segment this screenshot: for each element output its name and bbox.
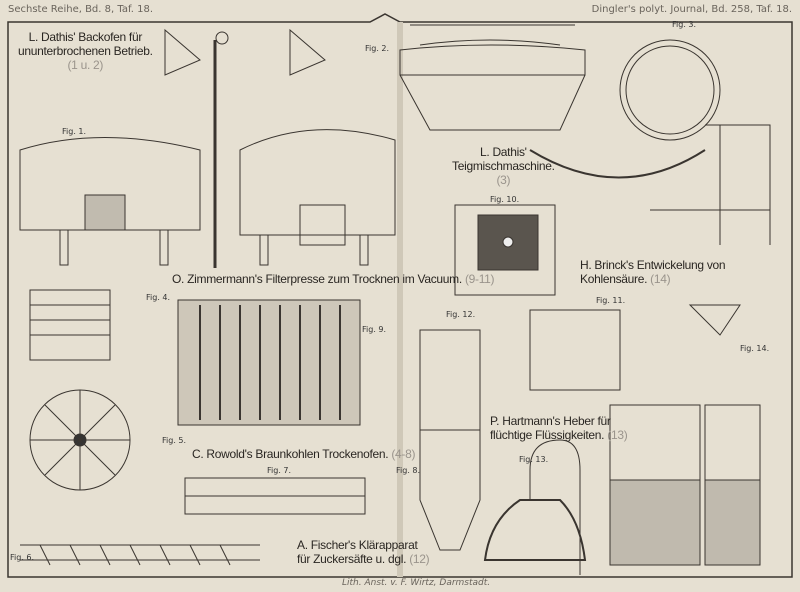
fig13-siphon (483, 439, 587, 575)
fig3-mixer-drawing (529, 39, 771, 245)
caption-title: A. Fischer's Klärapparat (297, 538, 418, 552)
caption-title: H. Brinck's Entwickelung von Kohlensäure… (580, 258, 726, 286)
fig4-fig5-drying-oven (29, 289, 131, 491)
caption-line2: flüchtige Flüssigkeiten. (13) (490, 428, 628, 442)
fig11-plate (529, 309, 621, 391)
caption-heber: P. Hartmann's Heber für flüchtige Flüssi… (490, 414, 628, 442)
header-right: Dingler's polyt. Journal, Bd. 258, Taf. … (591, 4, 792, 15)
caption-line2: für Zuckersäfte u. dgl. (12) (297, 552, 430, 566)
caption-ref: (9-11) (464, 272, 495, 286)
caption-ref: (4-8) (391, 447, 416, 461)
fig2-mixer-drawing (399, 24, 586, 131)
caption-title: O. Zimmermann's Filterpresse zum Trockne… (172, 272, 462, 286)
fig7-drying-channel (184, 477, 366, 515)
fig-label: Fig. 13. (519, 455, 549, 464)
fig-label: Fig. 12. (446, 310, 476, 319)
imprint: Lith. Anst. v. F. Wirtz, Darmstadt. (342, 578, 491, 588)
fig-label: Fig. 6. (10, 553, 35, 562)
fig-label: Fig. 8. (396, 466, 421, 475)
caption-trockenofen: C. Rowold's Braunkohlen Trockenofen. (4-… (192, 447, 415, 461)
caption-filterpresse: O. Zimmermann's Filterpresse zum Trockne… (172, 272, 495, 286)
caption-title2: für Zuckersäfte u. dgl. (297, 552, 407, 566)
caption-kohlensaeure: H. Brinck's Entwickelung von Kohlensäure… (580, 258, 780, 286)
caption-backofen: L. Dathis' Backofen für ununterbrochenen… (18, 30, 153, 72)
caption-ref: (14) (650, 272, 671, 286)
fig-label: Fig. 4. (146, 293, 171, 302)
fig10-filter-plate (454, 204, 556, 296)
fig9-filter-press (177, 299, 361, 426)
fig-label: Fig. 1. (62, 127, 87, 136)
fig-label: Fig. 9. (362, 325, 387, 334)
fig12-clarifier (419, 329, 481, 551)
caption-title2: ununterbrochenen Betrieb. (18, 44, 153, 58)
fig-label: Fig. 5. (162, 436, 187, 445)
caption-title: C. Rowold's Braunkohlen Trockenofen. (192, 447, 389, 461)
caption-ref: (12) (409, 552, 430, 566)
fig-label: Fig. 7. (267, 466, 292, 475)
caption-title2: flüchtige Flüssigkeiten. (490, 428, 605, 442)
plate-border (7, 13, 793, 578)
fig6-screw-conveyor (20, 544, 260, 566)
caption-ref: (13) (607, 428, 628, 442)
caption-ref: (3) (496, 173, 511, 187)
caption-title: L. Dathis' (480, 145, 527, 159)
caption-teigmisch: L. Dathis' Teigmischmaschine. (3) (452, 145, 555, 187)
fig1-oven-drawing (19, 28, 396, 268)
fig-label: Fig. 10. (490, 195, 520, 204)
caption-title: L. Dathis' Backofen für (28, 30, 143, 44)
header-left: Sechste Reihe, Bd. 8, Taf. 18. (8, 4, 153, 15)
fig-label: Fig. 3. (672, 20, 697, 29)
fig-label: Fig. 11. (596, 296, 626, 305)
caption-title2: Teigmischmaschine. (452, 159, 555, 173)
fig14-apparatus (609, 304, 761, 566)
caption-title: P. Hartmann's Heber für (490, 414, 611, 428)
fig-label: Fig. 2. (365, 44, 390, 53)
caption-ref: (1 u. 2) (67, 58, 104, 72)
fig-label: Fig. 14. (740, 344, 770, 353)
caption-klaerapparat: A. Fischer's Klärapparat für Zuckersäfte… (297, 538, 430, 566)
